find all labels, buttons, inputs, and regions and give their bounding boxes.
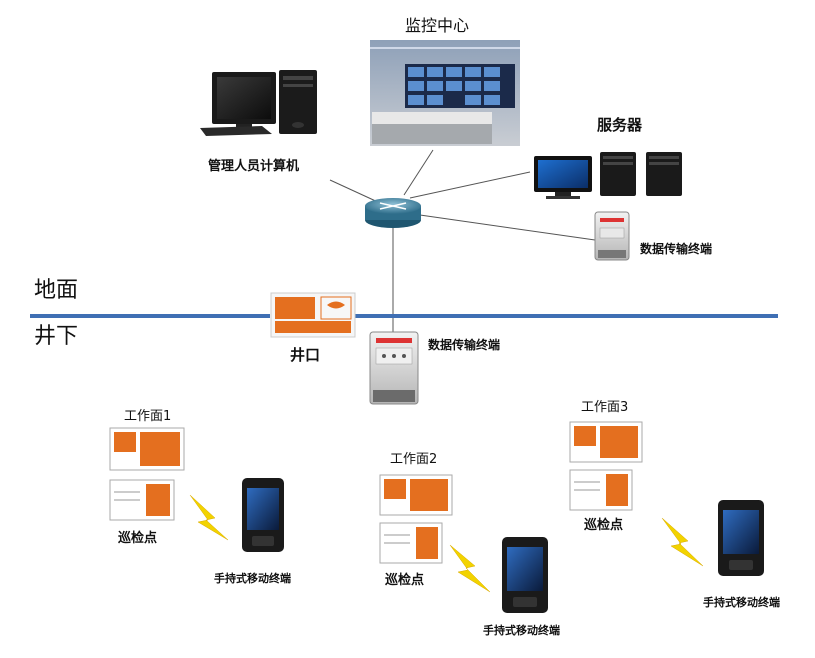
handheld-terminal-2-icon bbox=[502, 537, 548, 613]
surface-label: 地面 bbox=[34, 278, 79, 303]
link-admin-pc bbox=[329, 179, 381, 204]
checkpoint-1-label: 巡检点 bbox=[118, 531, 158, 546]
admin-computer-icon bbox=[200, 70, 317, 136]
shaft-sign-icon bbox=[270, 292, 356, 338]
data-terminal-top-label: 数据传输终端 bbox=[640, 242, 713, 256]
work-face-3-label: 工作面3 bbox=[581, 400, 629, 415]
checkpoint-2-label: 巡检点 bbox=[385, 573, 425, 588]
handheld-1-label: 手持式移动终端 bbox=[214, 572, 291, 585]
checkpoint-card-2a bbox=[379, 474, 453, 516]
wireless-signal-icon bbox=[661, 517, 704, 567]
handheld-2-label: 手持式移动终端 bbox=[483, 624, 560, 637]
monitor-center-label: 监控中心 bbox=[405, 16, 470, 35]
link-server bbox=[409, 171, 531, 199]
handheld-3-label: 手持式移动终端 bbox=[703, 596, 780, 609]
wireless-signal-icon bbox=[449, 544, 491, 593]
handheld-terminal-3-icon bbox=[718, 500, 764, 576]
server-group-icon bbox=[534, 152, 682, 199]
work-face-2-label: 工作面2 bbox=[390, 452, 438, 467]
work-face-3-group bbox=[569, 421, 764, 576]
checkpoint-card-1a bbox=[109, 427, 185, 471]
checkpoint-card-3b bbox=[569, 469, 633, 511]
checkpoint-card-1b bbox=[109, 479, 175, 521]
server-label: 服务器 bbox=[597, 116, 643, 134]
data-terminal-mid-label: 数据传输终端 bbox=[428, 338, 501, 352]
link-monitor-center bbox=[403, 149, 434, 196]
admin-pc-label: 管理人员计算机 bbox=[208, 159, 300, 174]
checkpoint-3-label: 巡检点 bbox=[584, 518, 624, 533]
underground-label: 井下 bbox=[34, 324, 79, 349]
work-face-2-group bbox=[379, 474, 548, 613]
control-room-image bbox=[370, 40, 520, 146]
router-icon bbox=[365, 198, 421, 228]
data-terminal-top-icon bbox=[594, 211, 630, 261]
shaft-label: 井口 bbox=[290, 346, 321, 364]
checkpoint-card-2b bbox=[379, 522, 443, 564]
work-face-1-label: 工作面1 bbox=[124, 409, 172, 424]
link-data-terminal-top bbox=[419, 214, 596, 241]
wireless-signal-icon bbox=[189, 494, 229, 541]
data-terminal-mid-icon bbox=[369, 331, 419, 405]
checkpoint-card-3a bbox=[569, 421, 643, 463]
work-face-1-group bbox=[109, 427, 284, 552]
handheld-terminal-1-icon bbox=[242, 478, 284, 552]
network-links bbox=[329, 149, 596, 333]
